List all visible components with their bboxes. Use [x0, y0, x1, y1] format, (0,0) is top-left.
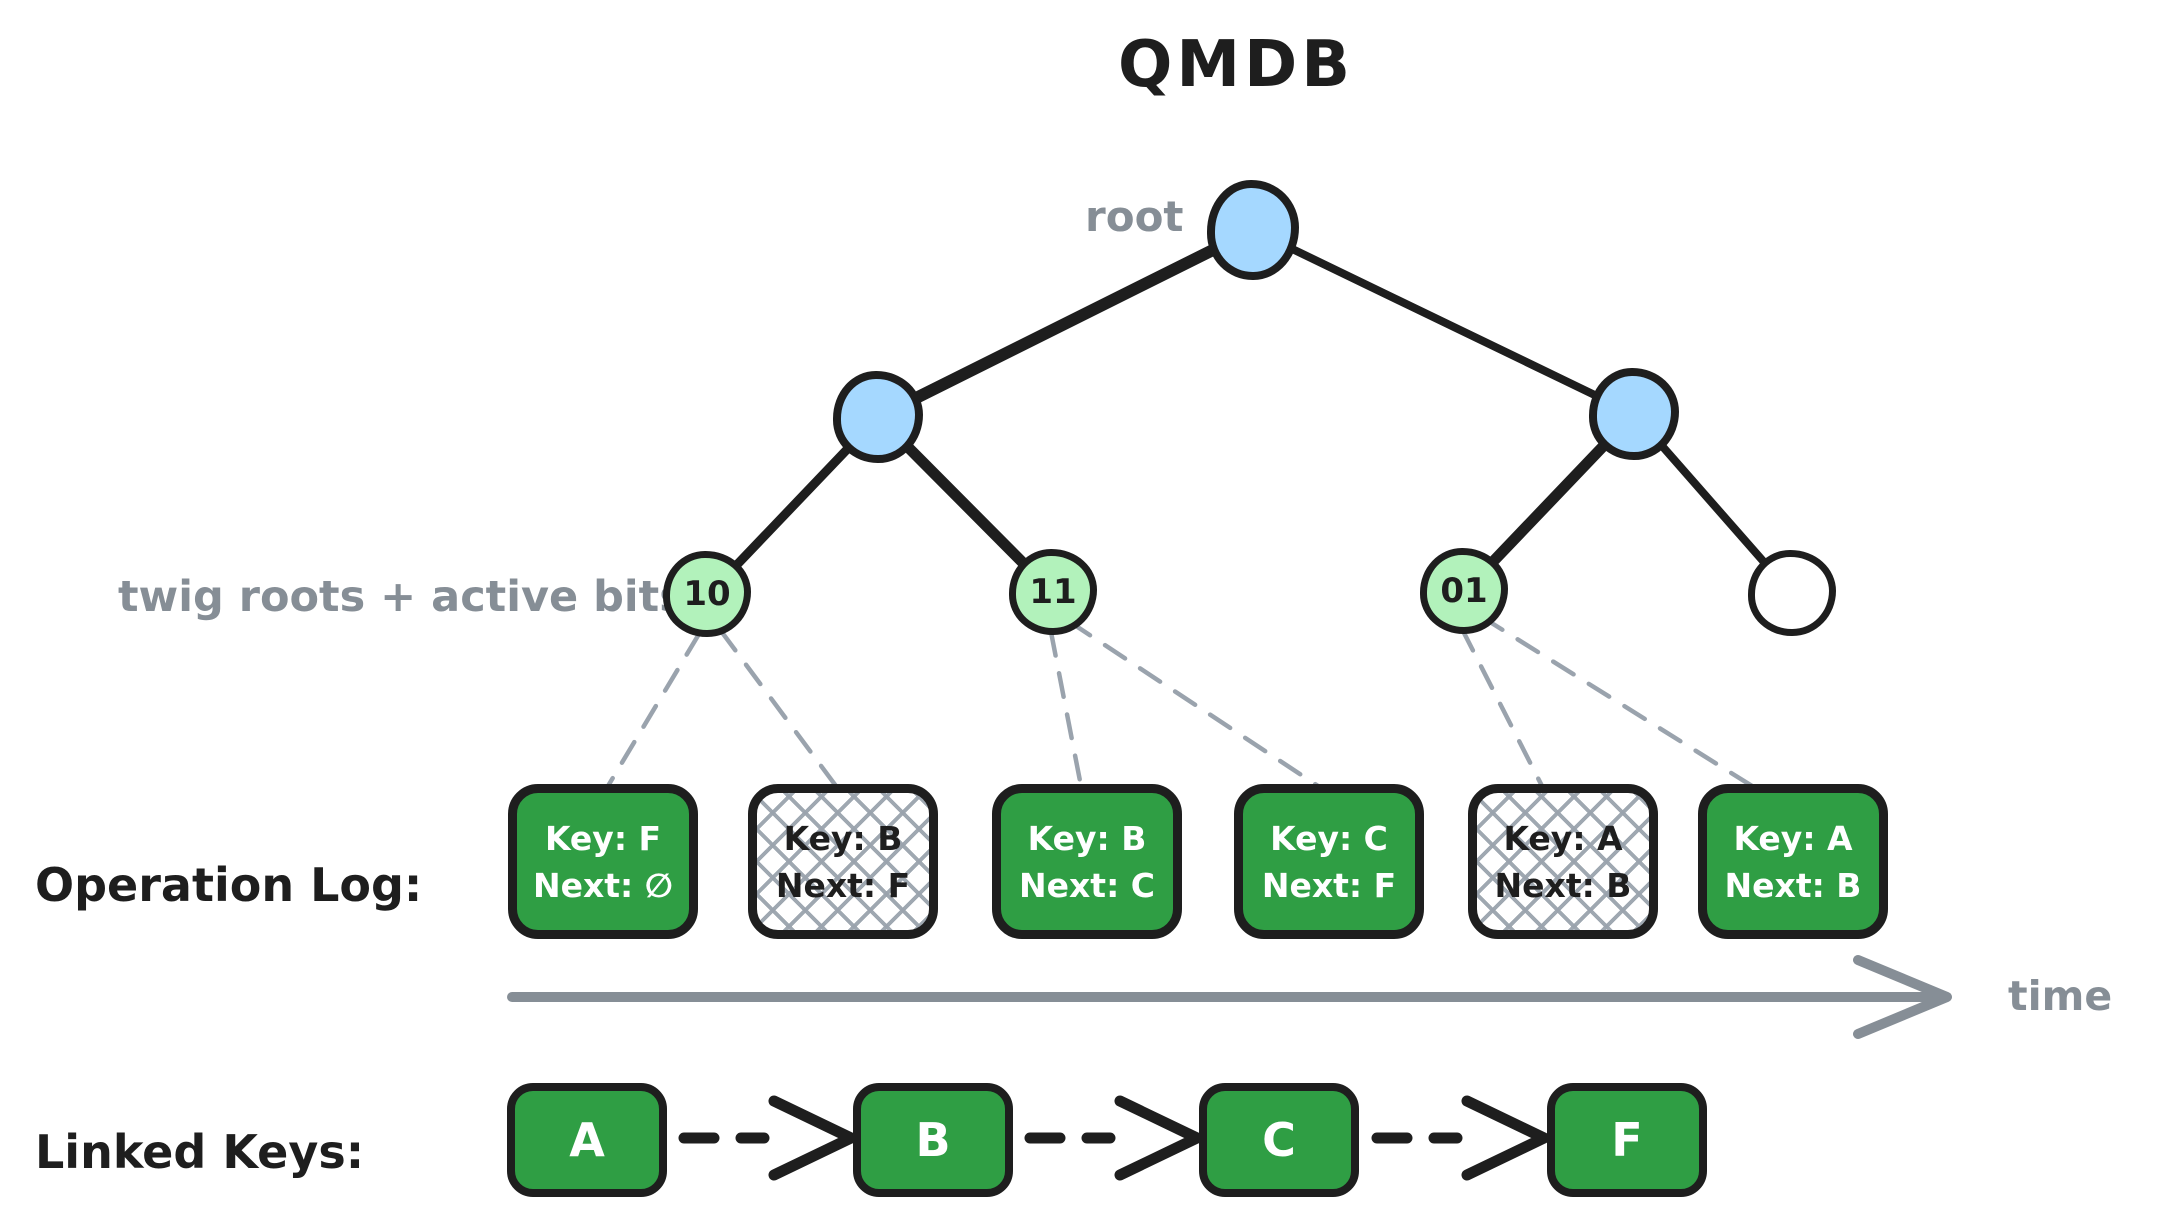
- oplog-entry-3-next: Next: C: [1019, 865, 1155, 905]
- linked-key-box-f: F: [1547, 1083, 1707, 1197]
- oplog-entry-3: Key: B Next: C: [992, 784, 1182, 939]
- twig-node-01-label: 01: [1440, 571, 1488, 611]
- oplog-entry-3-key: Key: B: [1027, 818, 1147, 858]
- linked-key-f-label: F: [1611, 1113, 1643, 1167]
- oplog-entry-6-key: Key: A: [1733, 818, 1853, 858]
- linked-key-box-b: B: [853, 1083, 1013, 1197]
- oplog-entry-6: Key: A Next: B: [1698, 784, 1888, 939]
- twig-node-11: 11: [1009, 549, 1097, 635]
- link-arrow-a-b: [678, 1095, 857, 1181]
- linked-key-arrows: [678, 1095, 1550, 1181]
- time-axis-label: time: [2008, 972, 2113, 1020]
- oplog-entry-2: Key: B Next: F: [748, 784, 938, 939]
- oplog-entry-5: Key: A Next: B: [1468, 784, 1658, 939]
- diagram-title: QMDB: [1118, 28, 1354, 102]
- oplog-entry-2-key: Key: B: [783, 818, 903, 858]
- tree-internal-right-node: [1589, 368, 1679, 460]
- oplog-entry-4: Key: C Next: F: [1234, 784, 1424, 939]
- oplog-entry-4-next: Next: F: [1261, 865, 1397, 905]
- oplog-entry-1-next: Next: ∅: [532, 865, 673, 905]
- twig-node-empty: [1748, 550, 1836, 636]
- linked-key-a-label: A: [569, 1113, 605, 1167]
- oplog-entry-1-key: Key: F: [544, 818, 662, 858]
- twig-node-10-label: 10: [683, 574, 731, 614]
- link-arrow-b-c: [1024, 1095, 1203, 1181]
- oplog-entry-6-next: Next: B: [1724, 865, 1862, 905]
- linked-key-box-a: A: [507, 1083, 667, 1197]
- twig-node-01: 01: [1420, 548, 1508, 634]
- root-label: root: [1085, 192, 1184, 241]
- oplog-entry-5-key: Key: A: [1503, 818, 1623, 858]
- oplog-entry-2-next: Next: F: [775, 865, 911, 905]
- tree-internal-left-node: [833, 371, 923, 463]
- linked-key-c-label: C: [1262, 1113, 1296, 1167]
- time-arrow: [507, 955, 1952, 1039]
- tree-root-node: [1207, 180, 1299, 280]
- oplog-entry-5-next: Next: B: [1494, 865, 1632, 905]
- oplog-entry-1: Key: F Next: ∅: [508, 784, 698, 939]
- linked-keys-label: Linked Keys:: [35, 1125, 365, 1179]
- linked-key-b-label: B: [915, 1113, 951, 1167]
- link-arrow-c-f: [1371, 1095, 1550, 1181]
- twig-node-11-label: 11: [1029, 572, 1077, 612]
- operation-log-label: Operation Log:: [35, 858, 423, 912]
- twig-to-log-connectors: [605, 614, 1755, 789]
- linked-key-box-c: C: [1199, 1083, 1359, 1197]
- twig-roots-label: twig roots + active bits: [118, 572, 685, 622]
- twig-node-10: 10: [663, 551, 751, 637]
- oplog-entry-4-key: Key: C: [1270, 818, 1388, 858]
